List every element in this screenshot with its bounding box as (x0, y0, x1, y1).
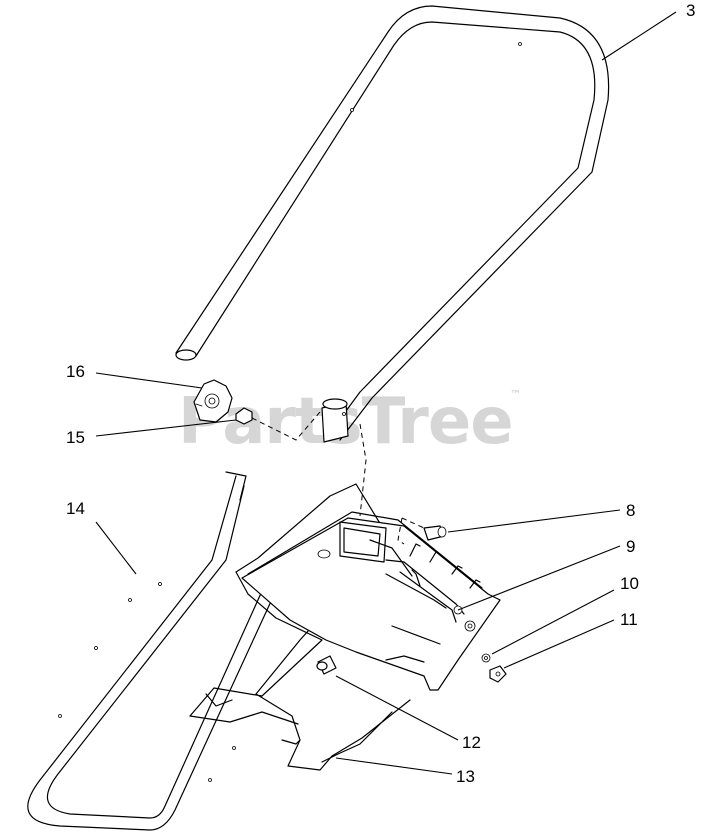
callout-10: 10 (620, 574, 639, 593)
callout-16: 16 (66, 362, 85, 381)
handle-bracket[interactable] (241, 511, 501, 691)
washer[interactable] (481, 653, 491, 663)
callout-3: 3 (686, 1, 695, 20)
callout-11: 11 (620, 610, 638, 629)
watermark-trademark: ™ (510, 388, 521, 401)
callout-15: 15 (66, 428, 85, 447)
handle-knob[interactable] (193, 379, 233, 423)
callout-12: 12 (462, 733, 481, 752)
spacer-pin[interactable] (316, 655, 337, 675)
locknut[interactable] (489, 665, 507, 683)
callouts: 3 8 9 10 11 12 13 14 15 16 (66, 1, 695, 786)
upper-handle[interactable] (175, 5, 610, 443)
callout-9: 9 (626, 537, 635, 556)
assembly-lines (251, 411, 425, 545)
lower-handle[interactable] (27, 471, 291, 831)
carriage-bolt[interactable] (423, 525, 447, 541)
callout-13: 13 (456, 767, 475, 786)
leader-lines (95, 11, 677, 775)
callout-14: 14 (66, 499, 85, 518)
callout-8: 8 (626, 501, 635, 520)
